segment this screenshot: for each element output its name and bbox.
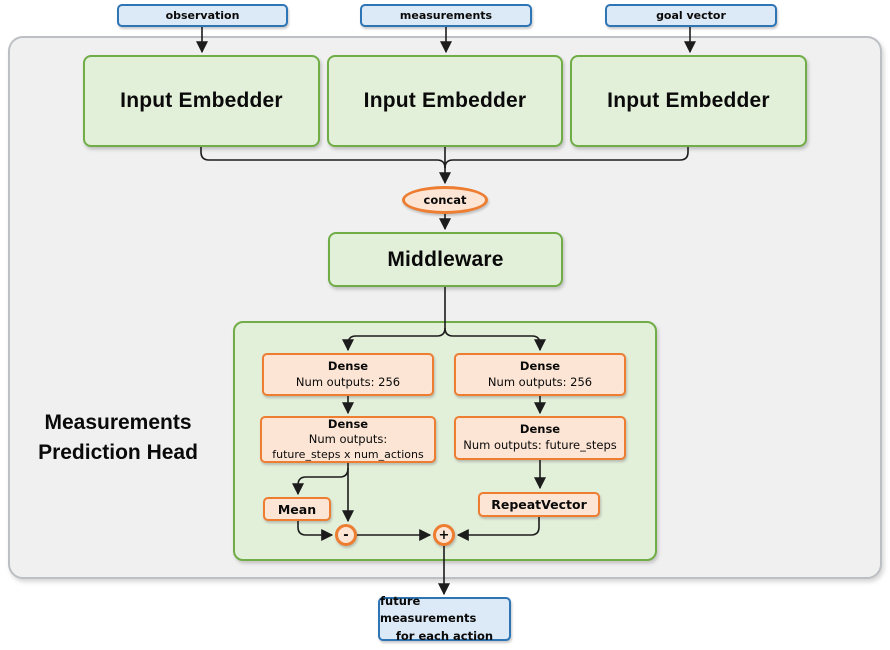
- dense-subtitle: Num outputs: 256: [487, 374, 593, 389]
- output-line2: for each action: [395, 628, 494, 643]
- minus-op-circle: -: [335, 524, 357, 546]
- input-chip-measurements: measurements: [360, 4, 532, 27]
- dense-title: Dense: [327, 416, 369, 431]
- dense-subtitle: Num outputs: 256: [295, 374, 401, 389]
- input-embedder-box-2: Input Embedder: [327, 55, 563, 147]
- prediction-head-title: Measurements Prediction Head: [18, 408, 218, 468]
- prediction-head-title-line2: Prediction Head: [38, 441, 198, 464]
- output-box: future measurements for each action: [378, 594, 511, 643]
- dense-title: Dense: [519, 422, 561, 437]
- dense-left-1: Dense Num outputs: 256: [262, 353, 434, 396]
- output-line1: future measurements: [380, 594, 477, 626]
- dense-title: Dense: [519, 358, 561, 373]
- repeat-vector-box: RepeatVector: [478, 492, 600, 517]
- input-chip-observation: observation: [117, 4, 288, 27]
- dense-subtitle: Num outputs: future_steps: [463, 438, 617, 452]
- concat-node: concat: [402, 186, 488, 214]
- dense-subtitle: Num outputs:: [308, 432, 388, 447]
- input-embedder-box-1: Input Embedder: [83, 55, 320, 147]
- mean-box: Mean: [263, 497, 331, 521]
- dense-right-2: Dense Num outputs: future_steps: [454, 416, 626, 460]
- input-chip-goal-vector: goal vector: [605, 4, 777, 27]
- dense-left-2: Dense Num outputs: future_steps x num_ac…: [260, 416, 436, 463]
- input-embedder-box-3: Input Embedder: [570, 55, 807, 147]
- prediction-head-title-line1: Measurements: [44, 411, 192, 434]
- dense-subtitle: future_steps x num_actions: [272, 447, 424, 461]
- plus-op-circle: +: [433, 524, 455, 546]
- middleware-box: Middleware: [328, 232, 563, 287]
- dense-right-1: Dense Num outputs: 256: [454, 353, 626, 396]
- dense-title: Dense: [327, 358, 369, 373]
